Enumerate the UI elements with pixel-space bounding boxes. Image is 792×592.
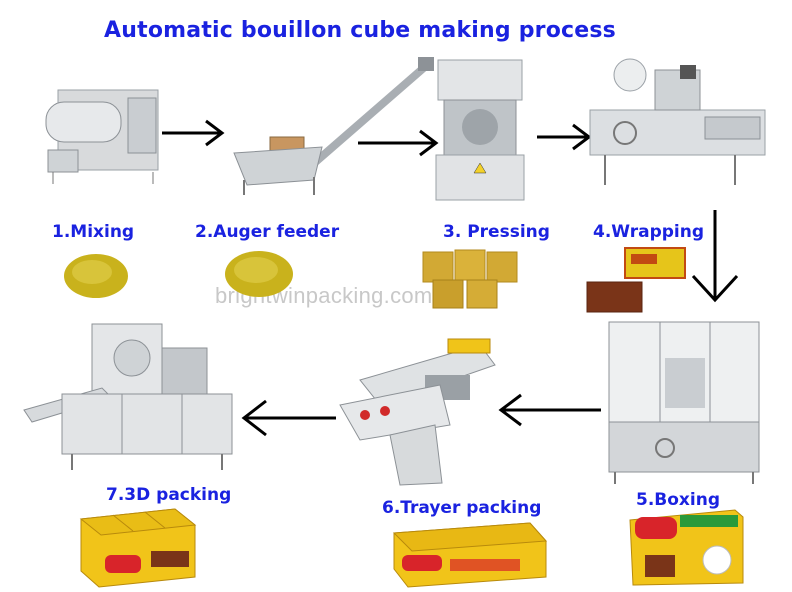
step-label-trayer-packing: 6.Trayer packing [382, 498, 542, 518]
flow-arrow-right [537, 123, 592, 151]
wrapped-cube-image [586, 247, 686, 313]
step-label-3d-packing: 7.3D packing [106, 485, 232, 505]
boxed-product-image [629, 509, 744, 586]
flow-arrow-right [358, 129, 439, 157]
auger-feeder-image [233, 57, 434, 195]
step-label-wrapping: 4.Wrapping [593, 222, 705, 242]
pressed-cubes-image [422, 249, 518, 309]
flow-arrow-down [691, 210, 739, 303]
3d-packed-product-image [79, 508, 197, 588]
pressing-machine-image [435, 59, 525, 201]
flow-arrow-left [498, 393, 601, 427]
powder-image [64, 254, 128, 298]
trayer-packing-machine-image [339, 338, 496, 486]
3d-packing-machine-image [23, 323, 233, 470]
tray-product-image [392, 522, 548, 588]
wrapping-machine-image [589, 58, 766, 185]
step-label-boxing: 5.Boxing [636, 490, 720, 510]
step-label-pressing: 3. Pressing [443, 222, 550, 242]
step-label-mixing: 1.Mixing [52, 222, 135, 242]
page-title: Automatic bouillon cube making process [104, 18, 616, 43]
powder-image [225, 251, 293, 297]
flow-arrow-left [241, 399, 336, 437]
flow-arrow-right [162, 119, 225, 147]
mixer-machine-image [45, 89, 159, 184]
step-label-auger-feeder: 2.Auger feeder [195, 222, 340, 242]
boxing-machine-image [608, 321, 760, 484]
